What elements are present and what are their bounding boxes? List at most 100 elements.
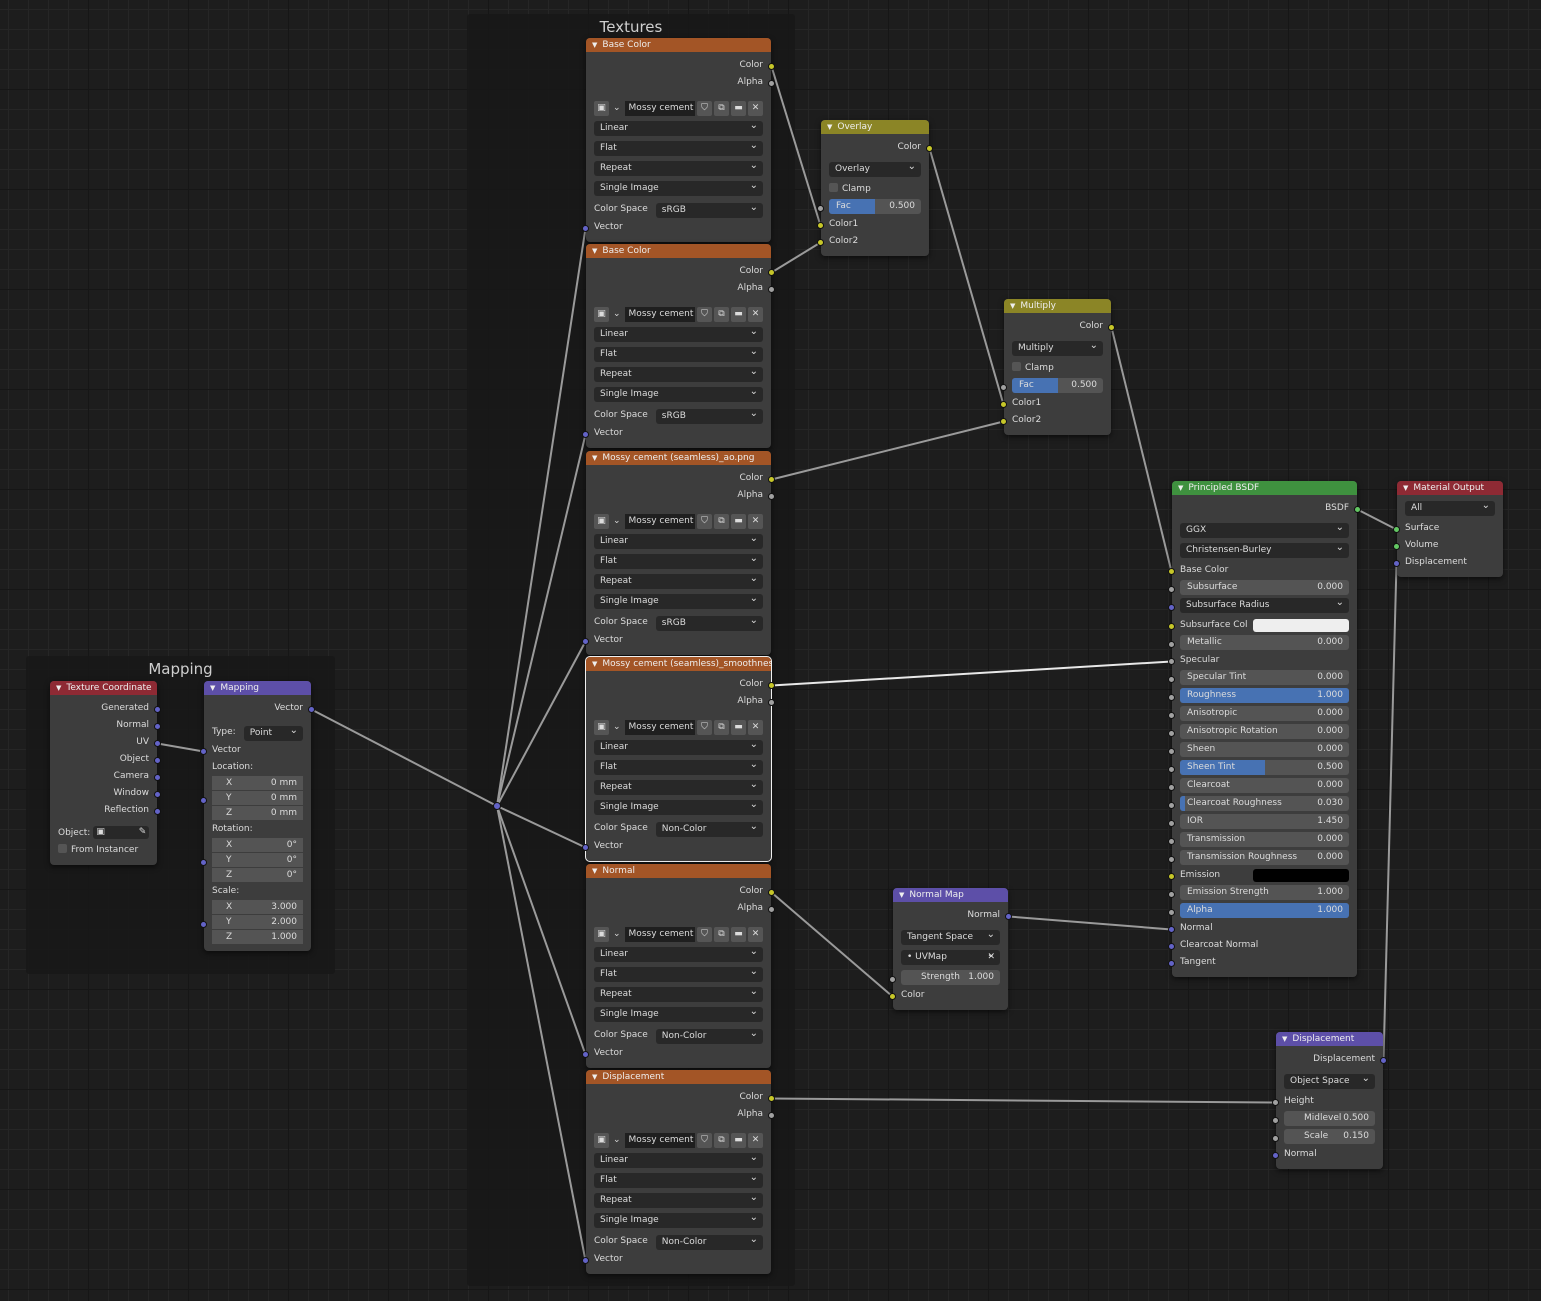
repeat-dropdown[interactable]: Repeat xyxy=(594,987,763,1002)
link-tex4-to-bsdf[interactable] xyxy=(771,660,1172,687)
float-socket[interactable] xyxy=(889,976,896,983)
node-header[interactable]: ▼Base Color xyxy=(586,38,771,52)
open-folder-icon[interactable]: ▬ xyxy=(731,1133,746,1148)
float-socket[interactable] xyxy=(1168,856,1175,863)
open-folder-icon[interactable]: ▬ xyxy=(731,307,746,322)
node-header[interactable]: ▼Mapping xyxy=(204,681,311,695)
vector-socket[interactable] xyxy=(1380,1057,1387,1064)
collapse-triangle-icon[interactable]: ▼ xyxy=(592,867,598,875)
shader-socket[interactable] xyxy=(1354,506,1361,513)
image-browse-icon[interactable]: ▣ xyxy=(594,927,609,942)
vector-socket[interactable] xyxy=(1168,943,1175,950)
vector-socket[interactable] xyxy=(1005,913,1012,920)
color-socket[interactable] xyxy=(1168,568,1175,575)
chevron-down-icon[interactable]: ⌄ xyxy=(613,309,621,319)
vector-socket[interactable] xyxy=(154,757,161,764)
node-header[interactable]: ▼Material Output xyxy=(1397,481,1503,495)
vector-socket[interactable] xyxy=(582,1051,589,1058)
link-normalmap-to-bsdf[interactable] xyxy=(1008,915,1172,931)
float-socket[interactable] xyxy=(1168,748,1175,755)
chevron-down-icon[interactable]: ⌄ xyxy=(613,516,621,526)
image-name-field[interactable]: Mossy cement (s... xyxy=(624,101,695,116)
flat-dropdown[interactable]: Flat xyxy=(594,967,763,982)
image-browse-icon[interactable]: ▣ xyxy=(594,101,609,116)
uv-map-field[interactable]: • UVMap✕ xyxy=(901,950,1000,965)
new-image-icon[interactable]: ⧉ xyxy=(714,101,729,116)
ggx-dropdown[interactable]: GGX xyxy=(1180,523,1349,538)
vector-socket[interactable] xyxy=(154,706,161,713)
collapse-triangle-icon[interactable]: ▼ xyxy=(56,684,62,692)
vector-socket[interactable] xyxy=(1393,560,1400,567)
flat-dropdown[interactable]: Flat xyxy=(594,347,763,362)
unlink-close-icon[interactable]: ✕ xyxy=(748,1133,763,1148)
single-image-dropdown[interactable]: Single Image xyxy=(594,387,763,402)
vector-socket[interactable] xyxy=(1272,1152,1279,1159)
flat-dropdown[interactable]: Flat xyxy=(594,1173,763,1188)
shader-socket[interactable] xyxy=(1393,543,1400,550)
single-image-dropdown[interactable]: Single Image xyxy=(594,181,763,196)
float-socket[interactable] xyxy=(1272,1099,1279,1106)
flat-dropdown[interactable]: Flat xyxy=(594,141,763,156)
clear-x-icon[interactable]: ✕ xyxy=(987,950,995,965)
linear-dropdown[interactable]: Linear xyxy=(594,1153,763,1168)
all-dropdown[interactable]: All xyxy=(1405,501,1495,516)
subsurface-col-color-swatch[interactable] xyxy=(1253,619,1349,632)
vector-socket[interactable] xyxy=(582,1257,589,1264)
unlink-close-icon[interactable]: ✕ xyxy=(748,514,763,529)
node-header[interactable]: ▼Texture Coordinate xyxy=(50,681,157,695)
vector-socket[interactable] xyxy=(200,797,207,804)
float-socket[interactable] xyxy=(1168,694,1175,701)
overlay-dropdown[interactable]: Overlay xyxy=(829,162,921,177)
node-overlay[interactable]: ▼OverlayColorOverlayClampFac0.500Color1C… xyxy=(817,120,933,256)
link-tex6-to-displacement[interactable] xyxy=(771,1097,1276,1104)
color-socket[interactable] xyxy=(1000,418,1007,425)
color-socket[interactable] xyxy=(768,889,775,896)
float-socket[interactable] xyxy=(1168,766,1175,773)
node-multiply[interactable]: ▼MultiplyColorMultiplyClampFac0.500Color… xyxy=(1000,299,1115,435)
new-image-icon[interactable]: ⧉ xyxy=(714,514,729,529)
color-space-dropdown[interactable]: sRGB xyxy=(655,615,763,631)
repeat-dropdown[interactable]: Repeat xyxy=(594,161,763,176)
fake-user-shield-icon[interactable]: ⛉ xyxy=(697,720,712,735)
vector-socket[interactable] xyxy=(1168,926,1175,933)
color-space-dropdown[interactable]: sRGB xyxy=(655,202,763,218)
chevron-down-icon[interactable]: ⌄ xyxy=(613,1135,621,1145)
fake-user-shield-icon[interactable]: ⛉ xyxy=(697,101,712,116)
chevron-down-icon[interactable]: ⌄ xyxy=(613,103,621,113)
float-socket[interactable] xyxy=(1272,1135,1279,1142)
collapse-triangle-icon[interactable]: ▼ xyxy=(899,891,905,899)
checkbox-box[interactable] xyxy=(829,183,838,192)
vector-socket[interactable] xyxy=(200,859,207,866)
node-header[interactable]: ▼Normal Map xyxy=(893,888,1008,902)
float-socket[interactable] xyxy=(1168,641,1175,648)
vector-socket[interactable] xyxy=(582,844,589,851)
color-space-dropdown[interactable]: Non-Color xyxy=(655,1028,763,1044)
vector-socket[interactable] xyxy=(1168,604,1175,611)
color-socket[interactable] xyxy=(768,63,775,70)
unlink-close-icon[interactable]: ✕ xyxy=(748,101,763,116)
color-socket[interactable] xyxy=(1108,324,1115,331)
vector-socket[interactable] xyxy=(582,431,589,438)
unlink-close-icon[interactable]: ✕ xyxy=(748,927,763,942)
color-space-dropdown[interactable]: sRGB xyxy=(655,408,763,424)
new-image-icon[interactable]: ⧉ xyxy=(714,1133,729,1148)
color-socket[interactable] xyxy=(768,682,775,689)
float-socket[interactable] xyxy=(817,205,824,212)
single-image-dropdown[interactable]: Single Image xyxy=(594,800,763,815)
link-overlay-to-multiply[interactable] xyxy=(928,148,1005,405)
link-multiply-to-bsdf[interactable] xyxy=(1110,327,1173,572)
image-name-field[interactable]: Mossy cement (s... xyxy=(624,514,695,529)
